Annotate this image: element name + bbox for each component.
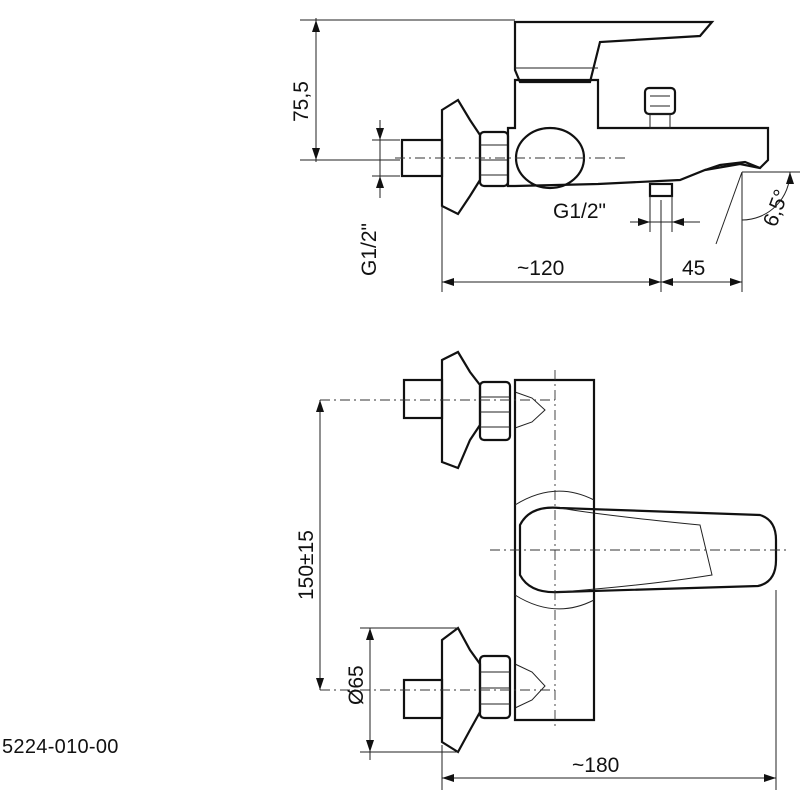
side-diverter-stem	[649, 113, 671, 129]
front-lever-handle	[518, 506, 778, 594]
front-top-hex-nut	[478, 380, 512, 442]
dim-spacing-label: 150±15	[295, 530, 318, 600]
front-top-escutcheon	[440, 350, 482, 470]
side-spout-outlet	[704, 160, 761, 172]
side-escutcheon	[440, 98, 482, 216]
dim-length-label: ~120	[517, 257, 564, 280]
side-lever-handle	[513, 20, 715, 84]
side-body	[506, 78, 770, 188]
front-bottom-hex-nut	[478, 654, 512, 720]
side-diverter-knob	[643, 86, 677, 116]
dim-diameter-label: Ø65	[345, 665, 368, 705]
side-outlet-stub	[648, 182, 674, 198]
part-number: 5224-010-00	[2, 736, 119, 758]
dim-spout-label: 45	[682, 257, 705, 280]
dim-width-label: ~180	[572, 754, 619, 777]
front-top-inlet-pipe	[402, 378, 444, 420]
side-hex-nut	[478, 130, 510, 188]
dim-inlet-thread-label: G1/2"	[358, 223, 381, 276]
front-bottom-inlet-pipe	[402, 678, 444, 720]
front-view: 150±15 Ø65 ~180	[295, 350, 790, 790]
dim-height-label: 75,5	[290, 81, 313, 122]
front-body	[513, 378, 596, 722]
dim-outlet-thread-label: G1/2"	[553, 200, 606, 223]
side-view: 75,5 G1/2" G1/2" ~120 45 6,5°	[290, 18, 800, 292]
dim-angle-label: 6,5°	[759, 187, 793, 230]
